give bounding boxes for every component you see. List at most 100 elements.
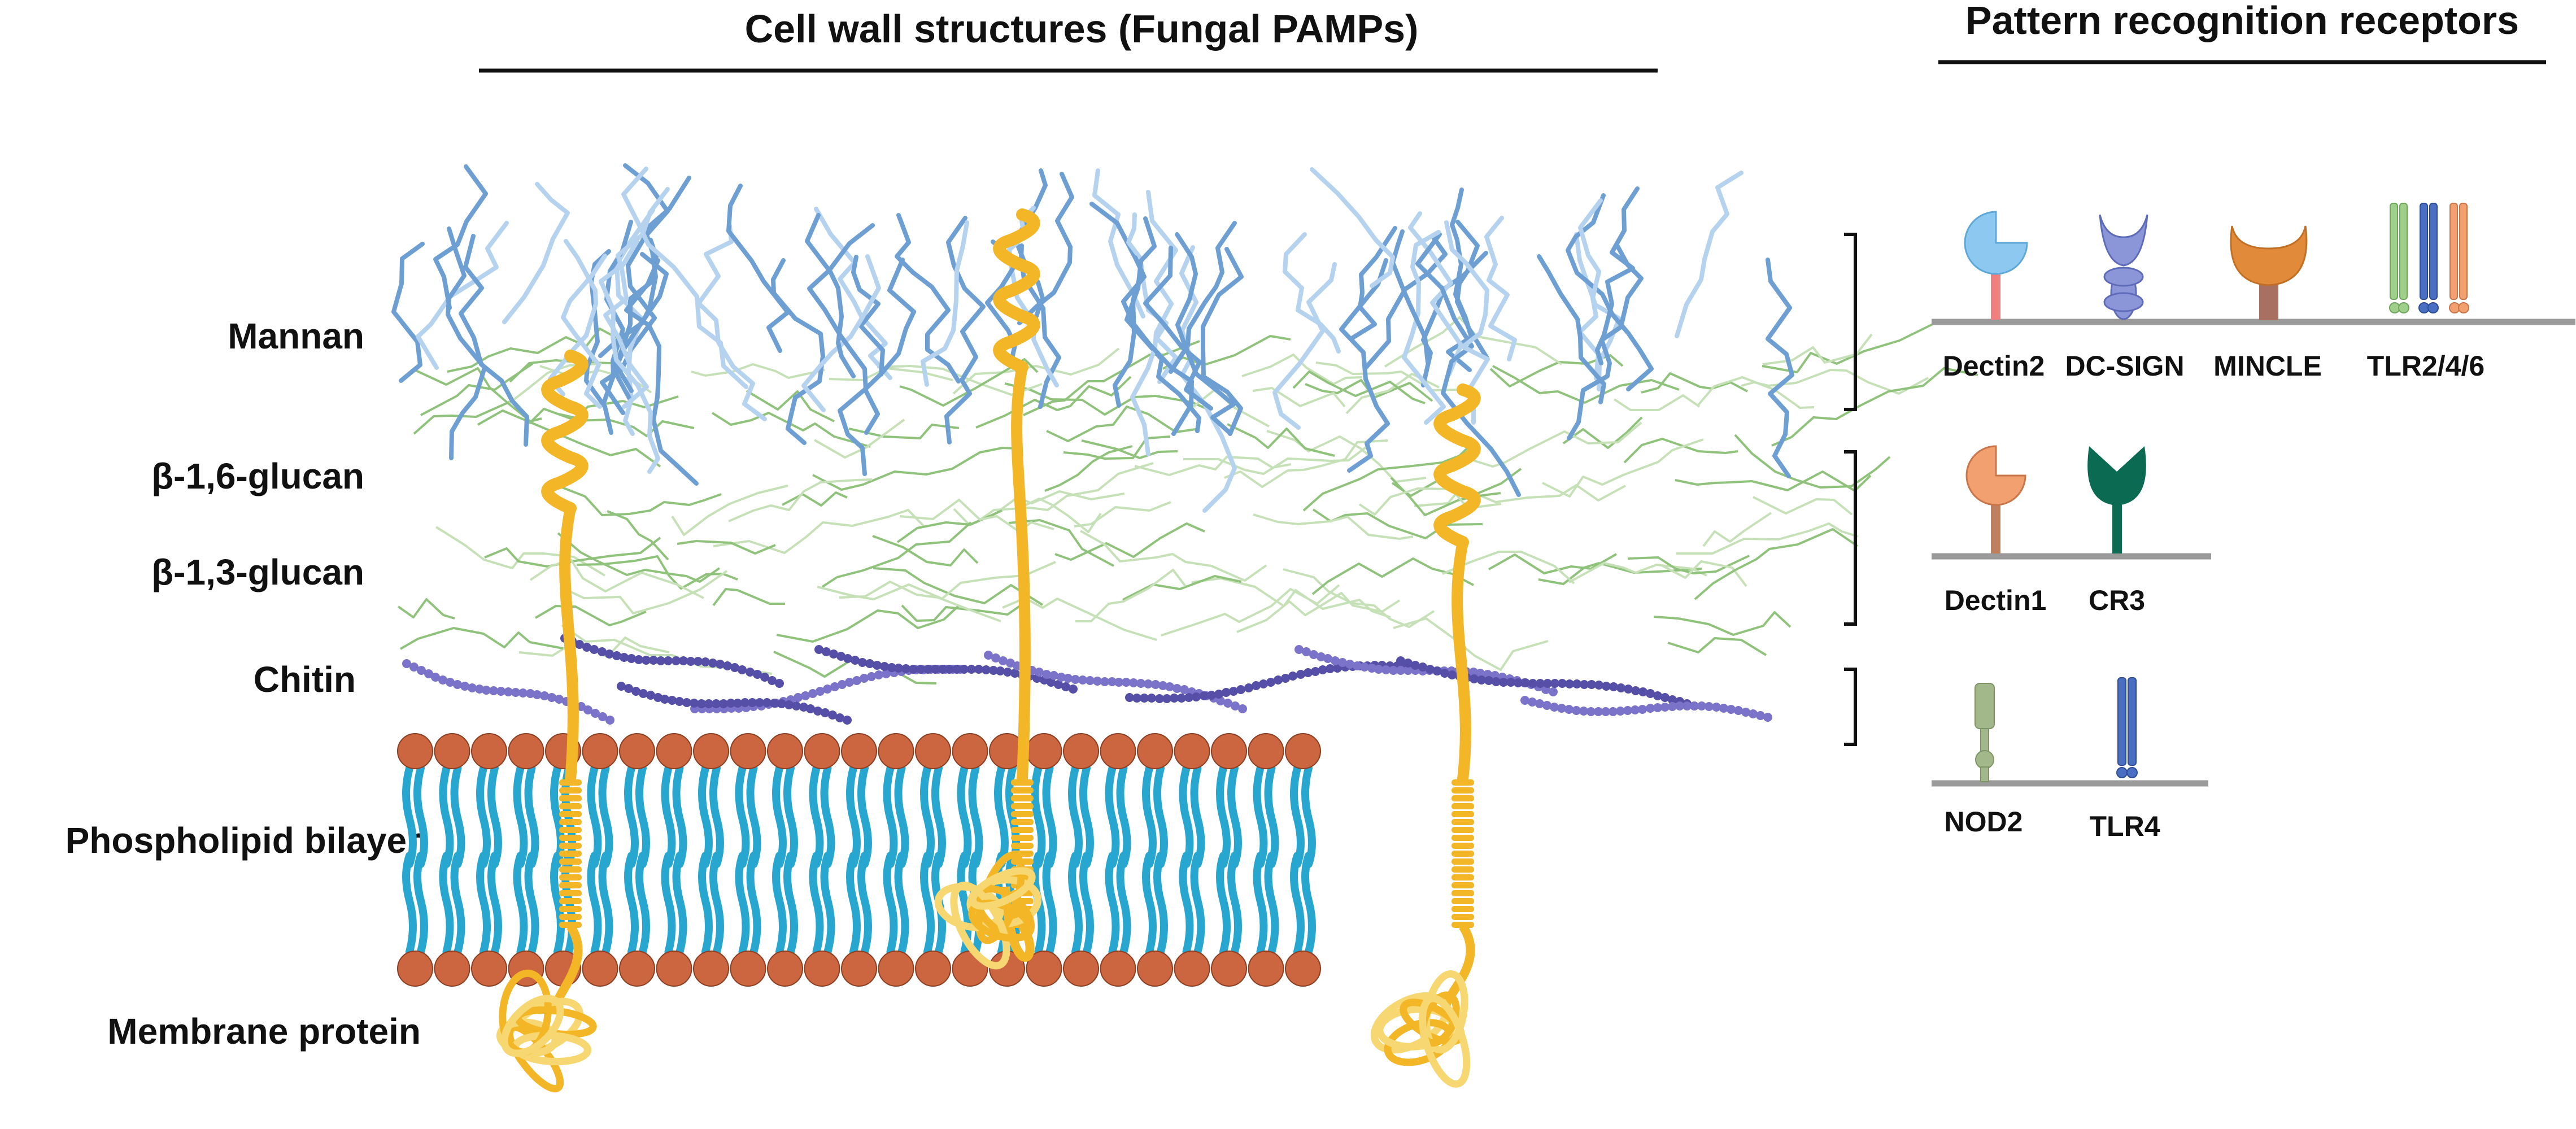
chitin-bead	[468, 683, 477, 692]
chitin-bead	[649, 656, 658, 665]
chitin-bead	[748, 698, 757, 707]
lipid-tail	[820, 852, 835, 956]
lipid-tail	[1290, 852, 1305, 956]
chitin-bead	[858, 658, 867, 667]
protein-helix-segment	[1452, 851, 1474, 857]
chitin-bead	[1047, 678, 1056, 687]
protein-helix-segment	[559, 906, 582, 912]
glucan-strand	[1008, 519, 1114, 567]
chitin-bead	[1338, 658, 1347, 667]
chitin-bead	[1093, 677, 1102, 686]
lipid-tail	[1179, 852, 1194, 956]
glucan-strand	[1004, 382, 1208, 416]
mannan-strand	[621, 167, 748, 389]
chitin-bead	[1506, 678, 1515, 687]
protein-helix-segment	[559, 819, 582, 825]
protein-coil	[541, 350, 589, 515]
chitin-bead	[1309, 650, 1318, 659]
chitin-bead	[1326, 664, 1335, 673]
glucan-strand	[776, 604, 960, 643]
chitin-bead	[1763, 713, 1772, 722]
chitin-bead	[1003, 668, 1012, 677]
chitin-bead	[1236, 685, 1245, 694]
lipid-tail	[1253, 764, 1268, 868]
protein-helix-segment	[559, 914, 582, 920]
glucan-strand	[899, 358, 1039, 407]
chitin-bead	[1638, 705, 1647, 714]
chitin-bead	[829, 649, 838, 659]
chitin-bead	[605, 716, 614, 725]
chitin-bead	[1288, 672, 1297, 681]
chitin-bead	[1756, 711, 1765, 720]
chitin-bead	[730, 663, 739, 672]
chitin-bead	[690, 699, 699, 708]
lipid-head	[1063, 733, 1099, 769]
chitin-bead	[1192, 692, 1201, 701]
mannan-bracket	[1844, 233, 1857, 411]
cr3-receptor-icon	[2087, 446, 2146, 553]
lipid-tail	[439, 852, 454, 956]
mannan-strand	[807, 223, 880, 435]
glucan-strand	[1283, 568, 1435, 628]
protein-helix-segment	[1011, 795, 1034, 801]
chitin-bead	[712, 699, 721, 708]
chitin-bead	[1147, 694, 1156, 703]
glucan-strand	[1081, 439, 1178, 459]
chitin-bead	[1572, 679, 1581, 688]
chitin-bead	[806, 704, 815, 713]
lipid-tail	[550, 852, 565, 956]
glucan-strand	[1044, 445, 1133, 492]
chitin-bead	[1499, 678, 1508, 687]
chitin-bead	[1165, 682, 1174, 691]
chitin-bead	[755, 698, 764, 707]
glucan-bracket	[1844, 450, 1857, 626]
chitin-bead	[799, 703, 808, 712]
mannan-strand	[1577, 198, 1603, 381]
mannan-strand	[696, 224, 767, 421]
protein-helix-segment	[1011, 835, 1034, 841]
chitin-bead	[1601, 707, 1610, 716]
glucan-strand	[1460, 421, 1642, 468]
chitin-bead	[1296, 670, 1305, 679]
lipid-head	[767, 951, 803, 987]
chitin-bead	[1294, 645, 1304, 654]
chitin-bead	[1719, 704, 1728, 713]
beta13-glucan-label: β-1,3-glucan	[151, 552, 364, 592]
protein-helix-segment	[1452, 922, 1474, 928]
lipid-tail	[894, 852, 909, 956]
chitin-bead	[1345, 660, 1354, 669]
glucan-strand	[1641, 372, 1748, 394]
chitin-bead	[770, 699, 779, 708]
chitin-bead	[1100, 677, 1109, 686]
protein-helix-segment	[1452, 898, 1474, 904]
phospholipid-bilayer	[397, 733, 1321, 987]
lipid-tail	[883, 764, 898, 868]
lipid-tail	[413, 764, 428, 868]
chitin-bead	[1734, 706, 1743, 715]
chitin-bead	[591, 709, 600, 718]
beta16-glucan-label: β-1,6-glucan	[151, 456, 364, 496]
protein-helix-segment	[1452, 811, 1474, 817]
chitin-bead	[1216, 696, 1225, 705]
chitin-bead	[1543, 679, 1552, 688]
lipid-tail	[698, 852, 713, 956]
protein-knot-loop	[1419, 995, 1471, 1088]
mannan-strand	[814, 207, 892, 380]
chitin-bead	[1411, 661, 1420, 670]
chitin-bead	[1006, 659, 1015, 668]
mannan-strand	[446, 226, 487, 460]
chitin-bead	[1549, 687, 1558, 696]
lipid-tail	[1227, 852, 1242, 956]
protein-helix-segment	[559, 787, 582, 794]
lipid-head	[1248, 733, 1284, 769]
glucan-strand	[691, 363, 825, 379]
chitin-bead	[533, 690, 542, 699]
lipid-tail	[1105, 852, 1120, 956]
lipid-tail	[968, 764, 983, 868]
chitin-bead	[931, 665, 940, 674]
chitin-bead	[909, 665, 918, 674]
protein-helix-segment	[1452, 843, 1474, 849]
lipid-head	[952, 733, 988, 769]
lipid-tail	[820, 764, 835, 868]
chitin-bead	[835, 713, 844, 722]
